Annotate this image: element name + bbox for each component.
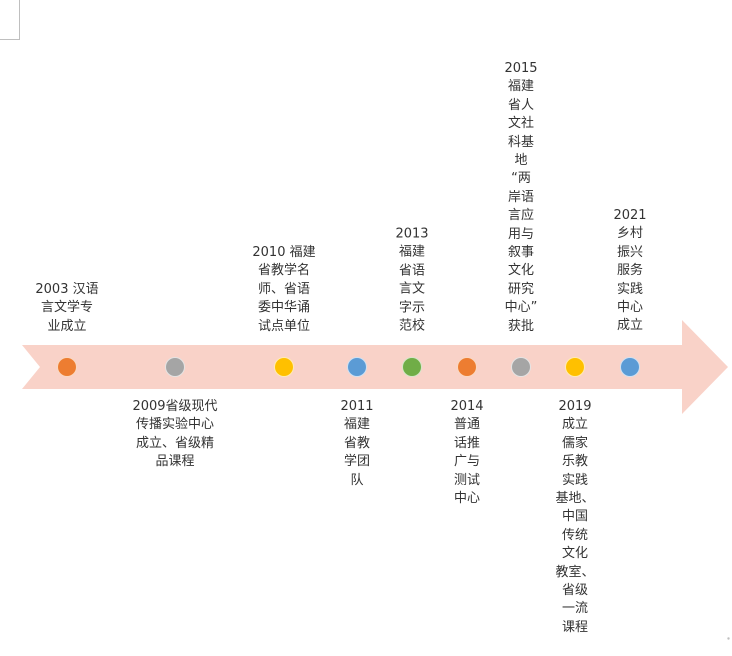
timeline-dot (457, 357, 477, 377)
timeline-event-label: 2010 福建省教学名师、省语委中华诵试点单位 (252, 244, 315, 336)
timeline-event-line: 范校 (398, 318, 425, 334)
timeline-event-line: 一流 (561, 601, 589, 617)
timeline-event-line: 省语 (398, 263, 425, 279)
timeline-event-line: 队 (350, 472, 364, 488)
timeline-event-line: 品课程 (155, 454, 195, 470)
timeline-event-line: 言应 (507, 208, 534, 224)
timeline-event-line: 成立 (616, 318, 643, 334)
page-corner-mark (0, 0, 20, 40)
timeline-event-line: 传播实验中心 (135, 417, 214, 433)
timeline-dot (402, 357, 422, 377)
timeline-event-line: 成立、省级精 (135, 435, 214, 451)
timeline-event-line: 中心 (453, 491, 480, 507)
timeline-dot (565, 357, 585, 377)
timeline-dot (274, 357, 294, 377)
timeline-event-line: 2011 (340, 399, 374, 414)
timeline-event-line: 文化 (507, 263, 534, 279)
timeline-event-line: 文化 (561, 546, 589, 562)
timeline-event-line: 叙事 (507, 244, 534, 260)
timeline-event-line: 言文 (398, 281, 425, 297)
timeline-event-line: 2019 (558, 399, 592, 414)
timeline-event-line: 中心 (616, 300, 643, 316)
timeline-event-line: 省教 (343, 435, 370, 451)
timeline-event-line: 基地、 (555, 491, 595, 507)
timeline-event-line: 乐教 (561, 454, 589, 470)
timeline-event-line: 地 (514, 152, 528, 168)
timeline-event-label: 2021 乡村振兴服务实践中心成立 (613, 207, 646, 336)
timeline-event-label: 2003 汉语言文学专业成立 (35, 281, 98, 336)
timeline-event-line: 实践 (616, 281, 643, 297)
timeline-event-line: 业成立 (47, 318, 87, 334)
timeline-dot (620, 357, 640, 377)
timeline-event-line: 教室、 (555, 564, 595, 580)
timeline-dot (57, 357, 77, 377)
timeline-event-line: 2010 福建 (252, 244, 316, 260)
timeline-event-label: 2014 普通话推广与测试中心 (450, 398, 483, 508)
timeline-event-line: 服务 (616, 263, 643, 279)
timeline-event-label: 2009省级现代传播实验中心成立、省级精品课程 (132, 398, 217, 472)
timeline-event-label: 2015 福建省人文社科基地 “两岸语言应用与叙事文化研究中心” 获批 (504, 60, 537, 336)
timeline-dot (347, 357, 367, 377)
timeline-event-line: 字示 (398, 300, 425, 316)
timeline-event-line: 省人 (507, 97, 534, 113)
timeline-event-line: 成立 (561, 417, 589, 433)
timeline-event-line: 福建 (507, 79, 534, 95)
timeline-event-line: 中心” (504, 300, 538, 316)
timeline-event-line: 省教学名 (257, 263, 310, 279)
timeline-event-line: 乡村 (616, 226, 643, 242)
timeline-event-line: 传统 (561, 527, 589, 543)
timeline-event-line: 言文学专 (40, 300, 93, 316)
timeline-event-line: 科基 (507, 134, 534, 150)
timeline-event-line: 振兴 (616, 244, 643, 260)
timeline-event-line: “两 (511, 171, 531, 187)
timeline-event-line: 普通 (453, 417, 480, 433)
timeline-event-line: 文社 (507, 116, 534, 132)
timeline-event-line: 实践 (561, 472, 589, 488)
timeline-event-line: 福建 (343, 417, 370, 433)
timeline-event-line: 2003 汉语 (35, 281, 99, 297)
timeline-event-line: 中国 (561, 509, 589, 525)
timeline-event-line: 2021 (613, 208, 647, 224)
timeline-event-line: 儒家 (561, 435, 589, 451)
timeline-event-label: 2019 成立儒家乐教实践基地、中国传统文化教室、省级一流课程 (555, 398, 594, 637)
timeline-event-line: 话推 (453, 435, 480, 451)
timeline-dot (165, 357, 185, 377)
timeline-event-line: 试点单位 (257, 318, 310, 334)
timeline-event-line: 研究 (507, 281, 534, 297)
timeline-event-line: 学团 (343, 454, 370, 470)
timeline-event-line: 岸语 (507, 189, 534, 205)
timeline-event-line: 2009省级现代 (132, 399, 218, 414)
timeline-event-line: 省级 (561, 583, 589, 599)
timeline-event-line: 师、省语 (257, 281, 310, 297)
timeline-dot (511, 357, 531, 377)
timeline-event-label: 2011 福建省教学团队 (340, 398, 373, 490)
timeline-event-line: 2014 (450, 399, 484, 414)
timeline-event-label: 2013 福建省语言文字示范校 (395, 226, 428, 336)
timeline-event-line: 2013 (395, 226, 429, 242)
arrow-body (22, 320, 728, 414)
timeline-event-line: 广与 (453, 454, 480, 470)
timeline-event-line: 课程 (561, 619, 589, 635)
timeline-event-line: 委中华诵 (257, 300, 310, 316)
timeline-event-line: 2015 (504, 60, 538, 76)
timeline-event-line: 用与 (507, 226, 534, 242)
paragraph-mark-icon (727, 637, 730, 640)
timeline-event-line: 获批 (507, 318, 534, 334)
timeline-event-line: 福建 (398, 244, 425, 260)
timeline-event-line: 测试 (453, 472, 480, 488)
